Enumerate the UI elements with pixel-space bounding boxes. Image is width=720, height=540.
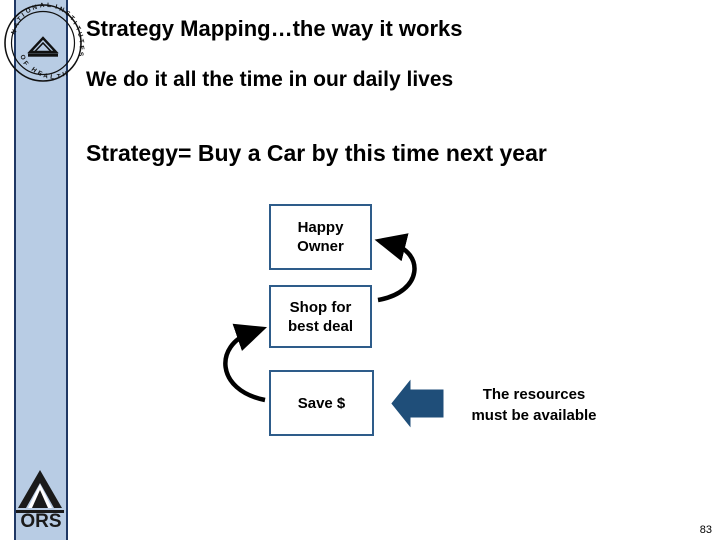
ors-logo-label: ORS [20,511,62,532]
svg-text:T: T [16,16,24,24]
svg-text:H: H [62,70,69,78]
svg-text:L: L [50,74,55,81]
svg-text:T: T [68,15,76,23]
svg-text:T: T [77,38,85,44]
svg-text:A: A [13,21,22,29]
svg-text:E: E [78,45,86,51]
page-number: 83 [699,524,712,536]
resources-note: The resources must be available [450,384,618,426]
svg-text:N: N [10,28,19,36]
svg-text:N: N [58,6,65,14]
flow-box-save: Save $ [269,370,374,436]
svg-text:I: I [72,20,79,26]
svg-text:S: S [77,52,84,57]
flow-box-save-label: Save $ [297,394,346,412]
svg-text:S: S [64,10,72,19]
arrow-resources-to-save [391,379,444,428]
svg-text:F: F [21,60,29,67]
nih-seal-logo: N A T I O N A L I N S T I T U T E S O F [0,0,86,86]
slide-title: Strategy Mapping…the way it works [86,16,463,41]
svg-text:L: L [47,2,51,9]
arrow-save-to-shop [223,323,268,403]
ors-logo-mark [10,468,70,530]
arrow-shop-to-owner [374,233,417,303]
svg-text:E: E [36,70,44,79]
svg-text:U: U [76,31,85,39]
svg-text:H: H [30,66,38,75]
svg-text:T: T [57,73,61,80]
svg-text:T: T [74,25,82,32]
resources-note-line1: The resources [482,386,586,403]
resources-note-line2: must be available [471,407,597,424]
svg-text:A: A [42,72,49,80]
svg-text:O: O [25,7,33,16]
svg-text:O: O [18,54,27,62]
svg-text:I: I [21,12,27,19]
left-color-band [14,0,68,540]
strategy-statement: Strategy= Buy a Car by this time next ye… [86,140,547,166]
svg-text:N: N [31,4,38,12]
svg-text:A: A [39,2,45,10]
svg-text:I: I [55,4,59,11]
slide-subtitle: We do it all the time in our daily lives [86,68,454,91]
